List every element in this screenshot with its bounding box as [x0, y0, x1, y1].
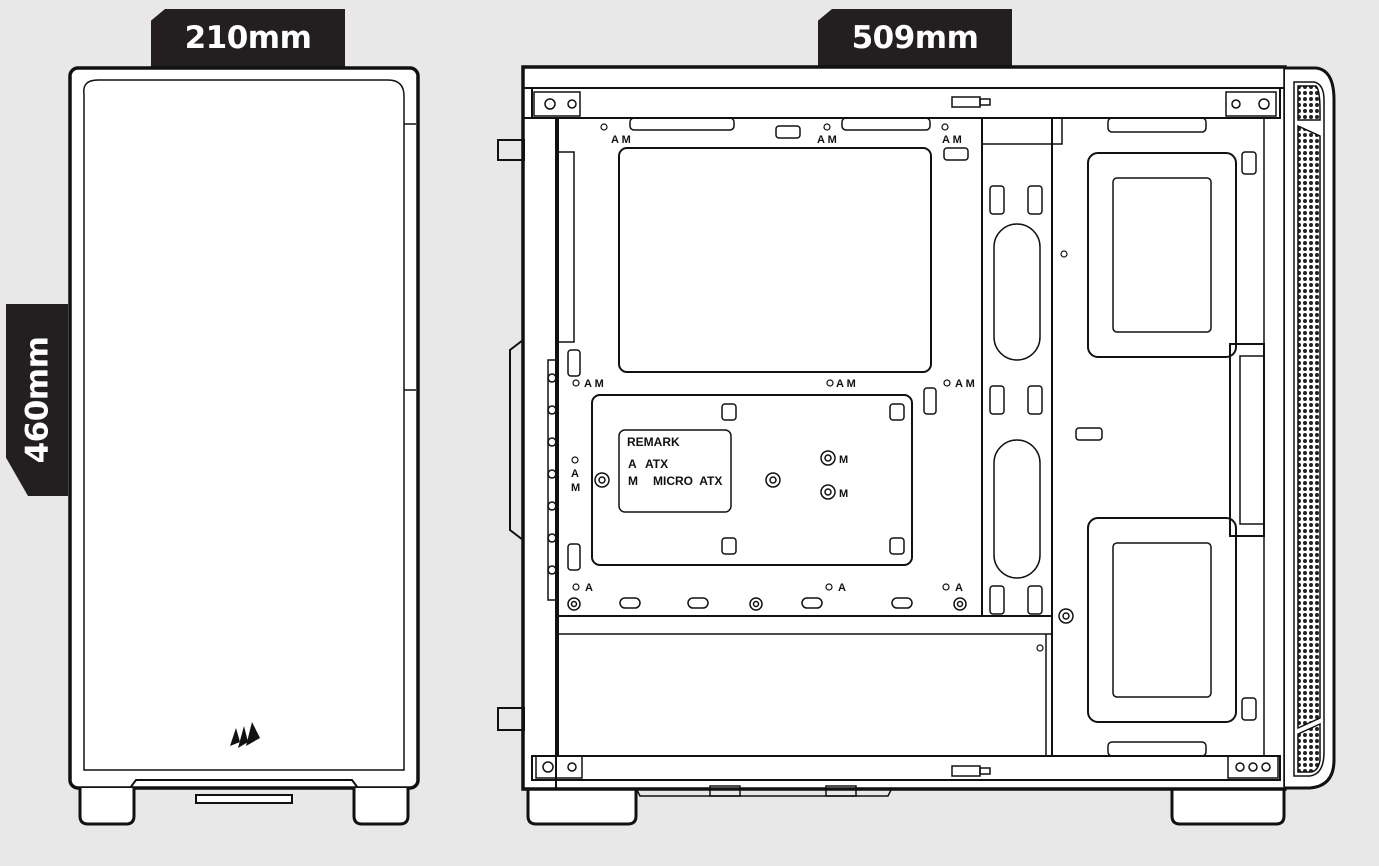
mount-label: A: [955, 582, 963, 594]
remark-legend: REMARK A ATX M MICRO ATX: [627, 435, 722, 488]
front-panel-inner: [83, 79, 405, 771]
mount-label: A: [571, 468, 579, 480]
remark-box: [618, 429, 732, 513]
mount-label: A M: [836, 378, 856, 390]
side-view: [497, 65, 1336, 826]
front-foot-right: [352, 788, 410, 826]
mesh-bottom: [1297, 722, 1321, 773]
drive-cage-bottom: [1087, 517, 1237, 723]
mesh-top: [1297, 85, 1321, 121]
remark-code-a: A: [628, 457, 637, 471]
mount-labels: A M A M A M A M A M A M A M M M A A A: [571, 134, 975, 594]
front-foot-left: [78, 788, 136, 826]
mount-label: A M: [942, 134, 962, 146]
cable-grommet-upper: [993, 223, 1041, 361]
mount-label: M: [839, 454, 848, 466]
mesh-middle: [1297, 124, 1321, 730]
mount-label: A M: [817, 134, 837, 146]
mount-label: A M: [584, 378, 604, 390]
mount-label: M: [571, 482, 580, 494]
psu-shroud: [557, 615, 1053, 757]
cpu-cutout: [618, 147, 932, 373]
cable-grommet-lower: [993, 439, 1041, 579]
mount-label: M: [839, 488, 848, 500]
depth-value: 509mm: [851, 20, 979, 56]
depth-dimension-label: 509mm: [818, 9, 1012, 67]
sail-logo-icon: [230, 722, 260, 748]
width-value: 210mm: [184, 20, 312, 56]
remark-atx: ATX: [645, 457, 668, 471]
height-dimension-label: 460mm: [6, 304, 68, 496]
front-view: [68, 66, 420, 826]
mount-label: A: [838, 582, 846, 594]
mount-label: A: [585, 582, 593, 594]
mount-label: A M: [611, 134, 631, 146]
front-bottom-slot: [195, 794, 293, 804]
width-dimension-label: 210mm: [151, 9, 345, 67]
side-foot-right: [1170, 786, 1286, 826]
remark-micro-atx: MICRO ATX: [653, 474, 722, 488]
drive-cage-top: [1087, 152, 1237, 358]
side-foot-left: [526, 786, 638, 826]
mount-label: A M: [955, 378, 975, 390]
remark-title: REMARK: [627, 435, 680, 449]
remark-code-m: M: [628, 474, 638, 488]
